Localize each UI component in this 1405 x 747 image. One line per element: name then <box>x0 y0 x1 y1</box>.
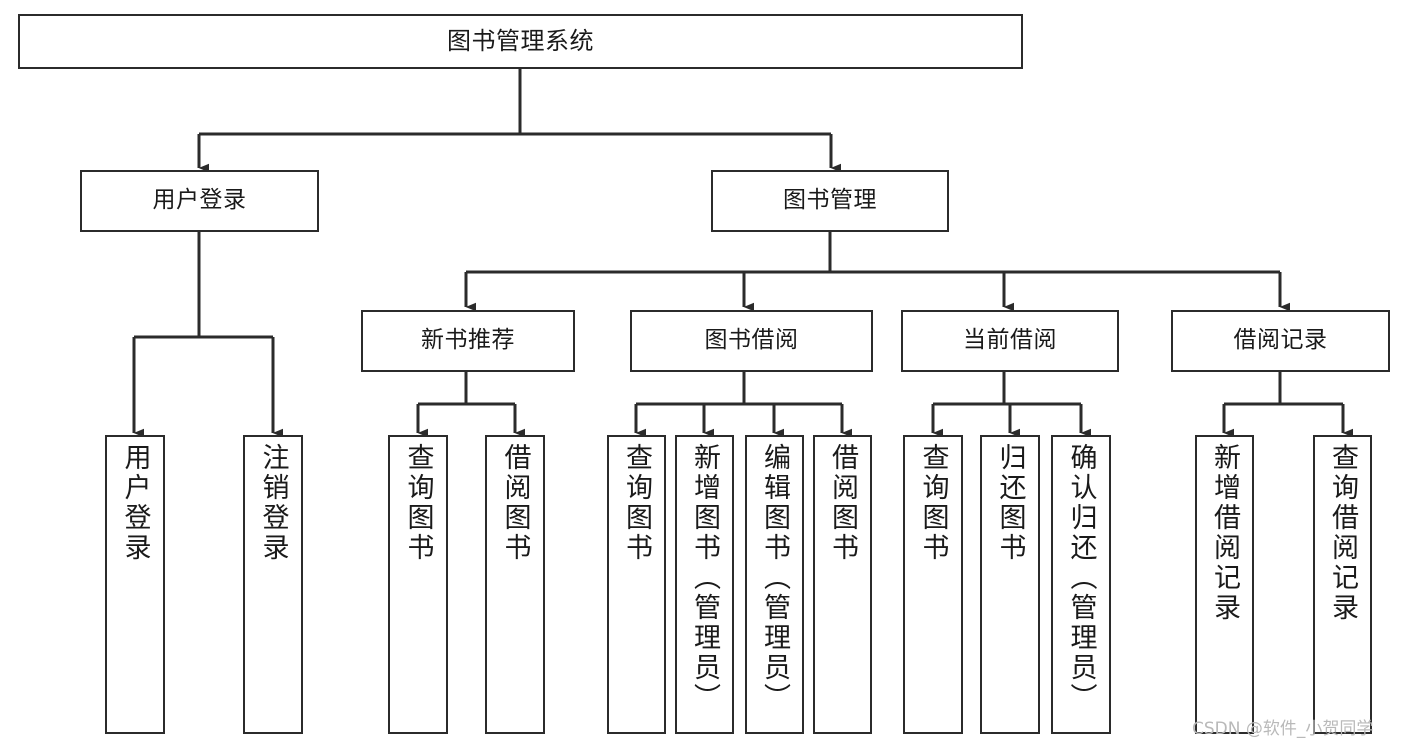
node-label: 新增借阅记录 <box>1209 443 1240 623</box>
csdn-watermark: CSDN @软件_小贺同学 <box>1192 719 1374 739</box>
node-label: 用户登录 <box>119 443 151 563</box>
leaf-query-record[interactable]: 查询借阅记录 <box>1313 435 1372 734</box>
node-label: 新增图书（管理员） <box>689 443 720 713</box>
node-user-login[interactable]: 用户登录 <box>80 170 319 232</box>
node-label: 图书管理系统 <box>447 27 594 56</box>
node-label: 用户登录 <box>152 187 247 214</box>
leaf-add-record[interactable]: 新增借阅记录 <box>1195 435 1254 734</box>
node-current-borrow[interactable]: 当前借阅 <box>901 310 1119 372</box>
node-label: 确认归还（管理员） <box>1065 443 1097 713</box>
node-label: 查询图书 <box>917 443 949 563</box>
leaf-user-logout[interactable]: 注销登录 <box>243 435 303 734</box>
leaf-return-book[interactable]: 归还图书 <box>980 435 1040 734</box>
node-root-system[interactable]: 图书管理系统 <box>18 14 1023 69</box>
node-book-borrow[interactable]: 图书借阅 <box>630 310 873 372</box>
node-label: 借阅记录 <box>1233 327 1328 354</box>
leaf-query-book-3[interactable]: 查询图书 <box>903 435 963 734</box>
node-label: 新书推荐 <box>421 327 515 354</box>
node-label: 编辑图书（管理员） <box>759 443 790 713</box>
node-label: 注销登录 <box>257 443 289 563</box>
node-borrow-record[interactable]: 借阅记录 <box>1171 310 1390 372</box>
leaf-edit-book[interactable]: 编辑图书（管理员） <box>745 435 804 734</box>
leaf-query-book-2[interactable]: 查询图书 <box>607 435 666 734</box>
node-label: 图书借阅 <box>704 327 799 354</box>
node-new-book-recommend[interactable]: 新书推荐 <box>361 310 575 372</box>
node-label: 查询借阅记录 <box>1327 443 1358 623</box>
leaf-borrow-book-2[interactable]: 借阅图书 <box>813 435 872 734</box>
node-label: 借阅图书 <box>499 443 531 563</box>
leaf-add-book[interactable]: 新增图书（管理员） <box>675 435 734 734</box>
leaf-confirm-return[interactable]: 确认归还（管理员） <box>1051 435 1111 734</box>
leaf-query-book-1[interactable]: 查询图书 <box>388 435 448 734</box>
node-label: 查询图书 <box>402 443 434 563</box>
node-book-manage[interactable]: 图书管理 <box>711 170 949 232</box>
leaf-user-login[interactable]: 用户登录 <box>105 435 165 734</box>
node-label: 归还图书 <box>994 443 1026 563</box>
node-label: 借阅图书 <box>827 443 858 563</box>
leaf-borrow-book-1[interactable]: 借阅图书 <box>485 435 545 734</box>
node-label: 当前借阅 <box>963 327 1057 354</box>
node-label: 图书管理 <box>783 187 877 214</box>
node-label: 查询图书 <box>621 443 652 563</box>
